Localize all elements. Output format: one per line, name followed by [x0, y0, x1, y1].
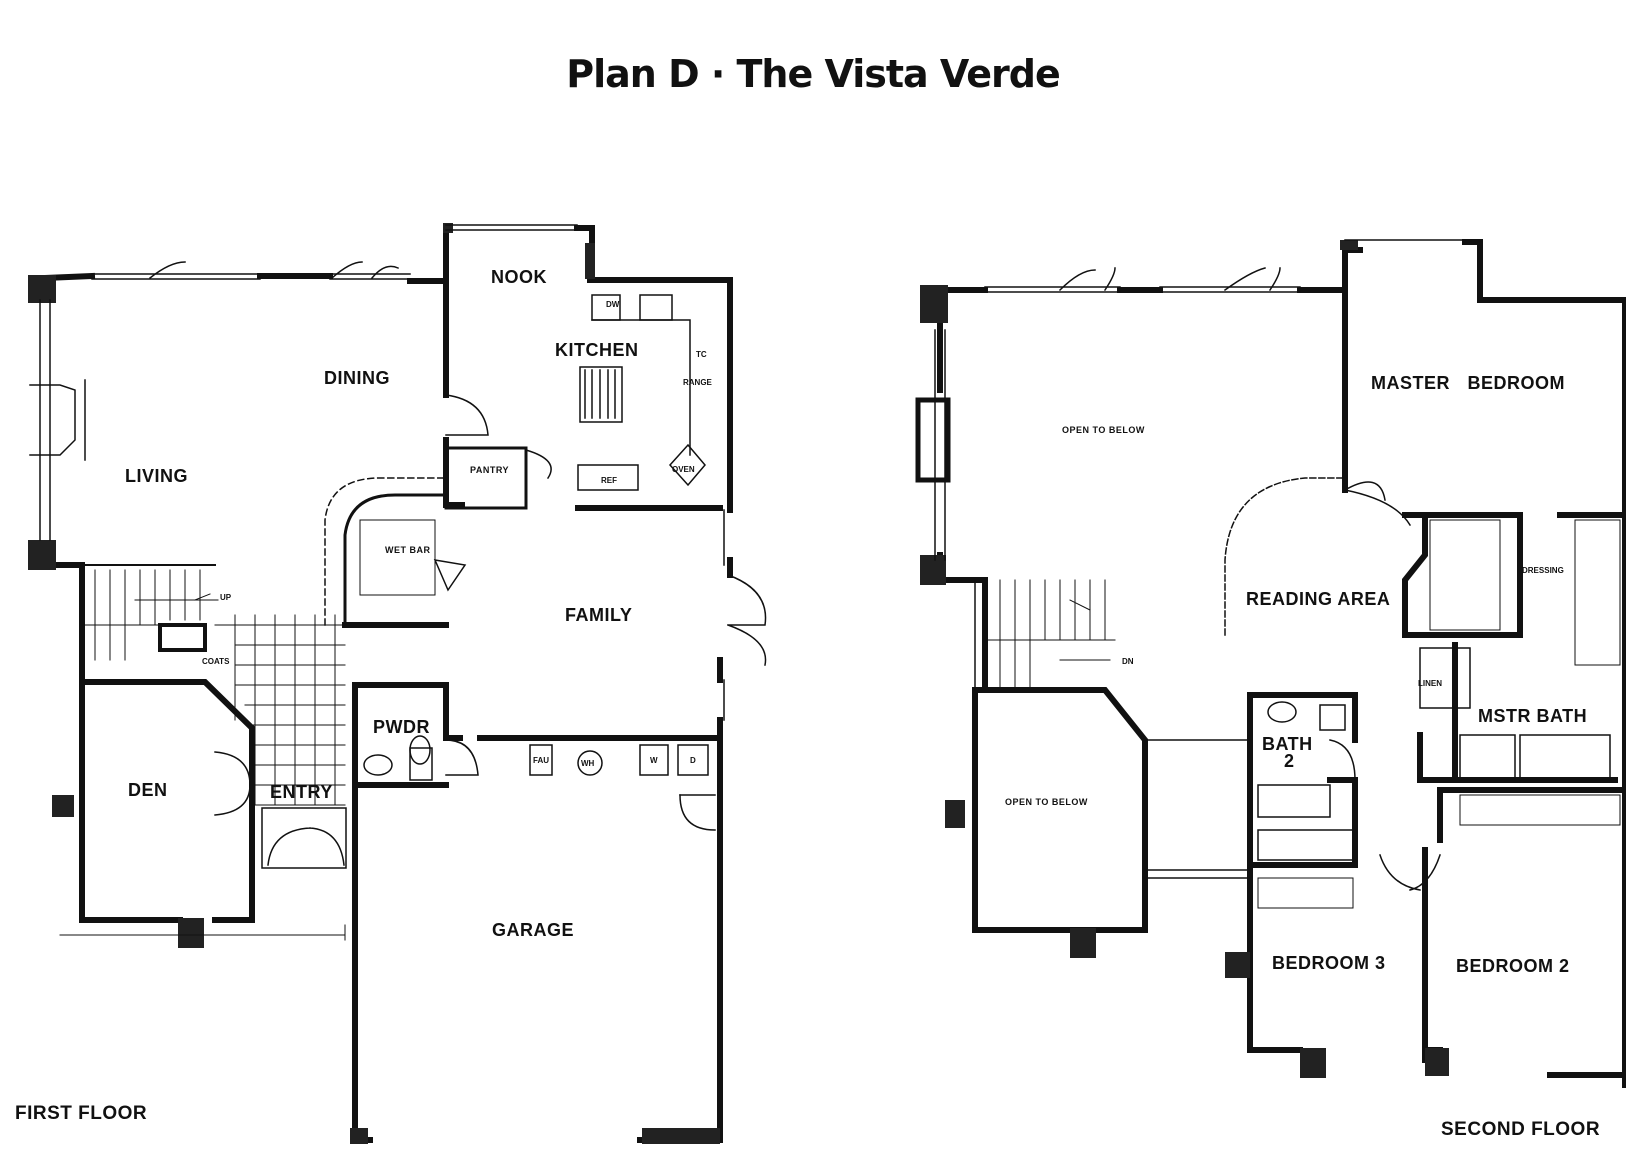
stair-label-up: UP: [220, 593, 232, 602]
room-label-mstr-bath: MSTR BATH: [1478, 706, 1588, 726]
room-label-pantry: PANTRY: [470, 465, 509, 475]
room-label-open-to-below-lower: OPEN TO BELOW: [1005, 797, 1088, 807]
second-floor-walls: [937, 239, 1626, 1088]
room-label-bath-2-line1: BATH: [1262, 734, 1313, 754]
room-label-nook: NOOK: [491, 267, 547, 287]
fixture-label-range: RANGE: [683, 378, 712, 387]
room-label-bedroom-2: BEDROOM 2: [1456, 956, 1570, 976]
room-label-coats: COATS: [202, 657, 230, 666]
second-floor-openings: [915, 239, 1621, 909]
room-label-bedroom-3: BEDROOM 3: [1272, 953, 1386, 973]
fixture-label-dw: DW: [606, 300, 620, 309]
room-label-family: FAMILY: [565, 605, 633, 625]
fixture-label-oven: OVEN: [672, 465, 695, 474]
room-label-master-bedroom: MASTER BEDROOM: [1371, 373, 1565, 393]
second-floor-caption: SECOND FLOOR: [1441, 1119, 1601, 1140]
room-label-garage: GARAGE: [492, 920, 575, 940]
second-floor-pillars: [920, 240, 1449, 1078]
room-label-reading-area: READING AREA: [1246, 589, 1391, 609]
room-label-wet-bar: WET BAR: [385, 545, 431, 555]
fixture-label-tc: TC: [696, 350, 707, 359]
fixture-label-fau: FAU: [533, 756, 549, 765]
plan-title: Plan D · The Vista Verde: [566, 52, 1060, 96]
room-label-bath-2-line2: 2: [1284, 751, 1295, 771]
room-label-kitchen: KITCHEN: [555, 340, 639, 360]
room-label-open-to-below-upper: OPEN TO BELOW: [1062, 425, 1145, 435]
stair-label-dn: DN: [1122, 657, 1134, 666]
room-label-dining: DINING: [324, 368, 390, 388]
fixture-label-dryer: D: [690, 756, 696, 765]
fixture-label-wh: WH: [581, 759, 595, 768]
room-label-entry: ENTRY: [270, 782, 333, 802]
room-label-pwdr: PWDR: [373, 717, 430, 737]
fixture-label-ref: REF: [601, 476, 617, 485]
first-floor-openings: [29, 224, 767, 941]
room-label-living: LIVING: [125, 466, 189, 486]
room-label-linen: LINEN: [1418, 679, 1442, 688]
first-floor-pillars: [28, 223, 720, 1144]
room-label-den: DEN: [128, 780, 168, 800]
fixture-label-washer: W: [650, 756, 658, 765]
room-label-dressing: DRESSING: [1522, 566, 1564, 575]
first-floor-walls: [41, 225, 733, 1143]
first-floor-caption: FIRST FLOOR: [15, 1103, 148, 1124]
